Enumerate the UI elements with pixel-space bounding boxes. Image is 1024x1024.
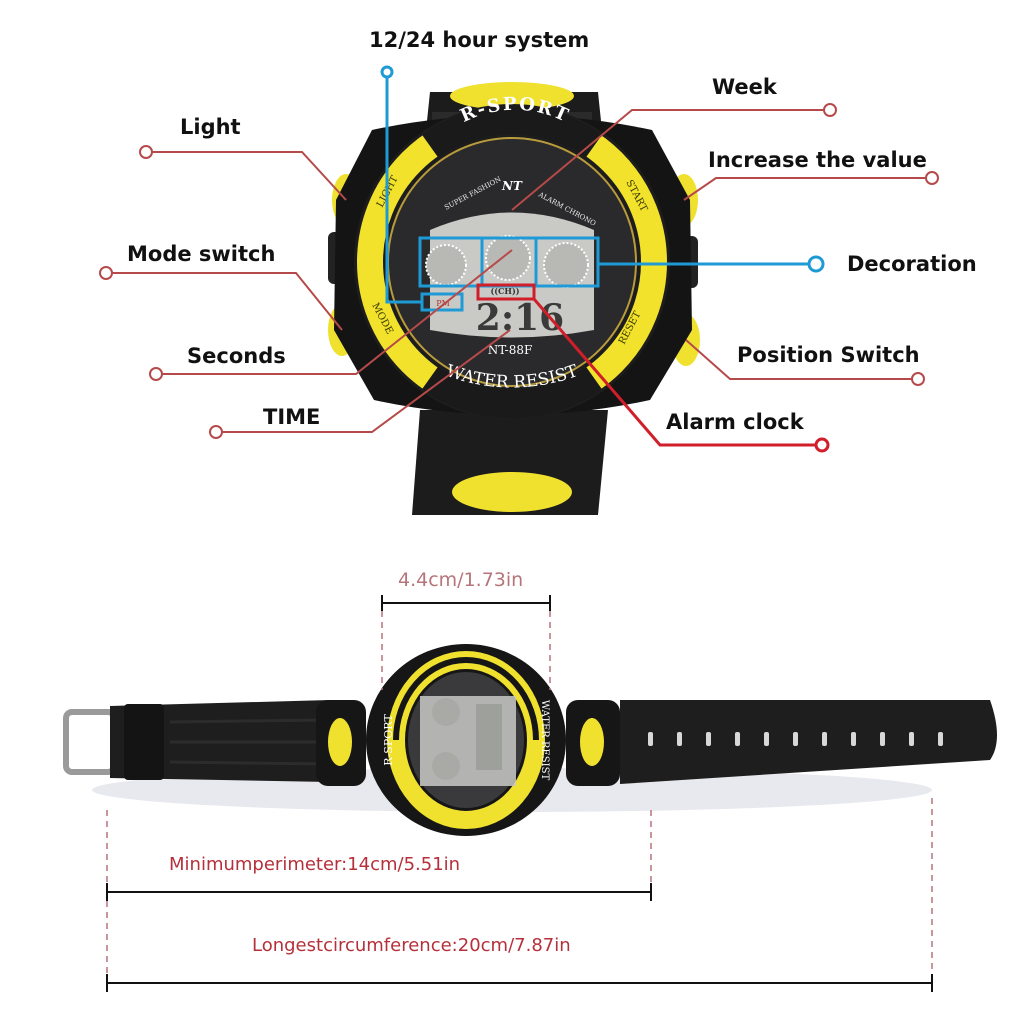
lcd-chime: ((CH)): [490, 286, 519, 296]
alarm-leader-line: [532, 298, 830, 453]
dimension-case-width: 4.4cm/1.73in: [398, 569, 524, 591]
strap-view-watch: R-SPORT WATER RESIST: [63, 644, 997, 836]
callout-time: TIME: [263, 405, 321, 429]
callout-hour-system: 12/24 hour system: [369, 28, 590, 52]
strap-keeper: [124, 704, 164, 780]
dimension-max-circumference: Longestcircumference:20cm/7.87in: [252, 935, 571, 956]
buckle: [63, 709, 117, 775]
strap-holes: [648, 732, 943, 746]
leader-lines: [99, 103, 939, 439]
lcd-pm: PM: [436, 299, 450, 308]
dimension-min-perimeter: Minimumperimeter:14cm/5.51in: [169, 854, 461, 875]
logo-text: NT: [501, 179, 523, 193]
alarm-highlight: [476, 283, 536, 301]
callout-alarm-clock: Alarm clock: [666, 410, 804, 434]
callout-position-switch: Position Switch: [737, 343, 920, 367]
callout-decoration: Decoration: [847, 252, 977, 276]
callout-light: Light: [180, 115, 241, 139]
blue-leader-lines: [380, 65, 825, 304]
lcd-display: 2:16 PM ((CH)): [425, 212, 594, 339]
callout-mode-switch: Mode switch: [127, 242, 276, 266]
strap-brand-text: R-SPORT: [382, 714, 395, 766]
model-text: NT-88F: [488, 343, 533, 357]
strap-bezel-text: WATER RESIST: [539, 700, 550, 781]
bottom-strap: [412, 410, 608, 515]
callout-week: Week: [712, 75, 777, 99]
callout-increase-value: Increase the value: [708, 148, 927, 172]
callout-seconds: Seconds: [187, 344, 286, 368]
dimension-lines: [106, 595, 933, 992]
